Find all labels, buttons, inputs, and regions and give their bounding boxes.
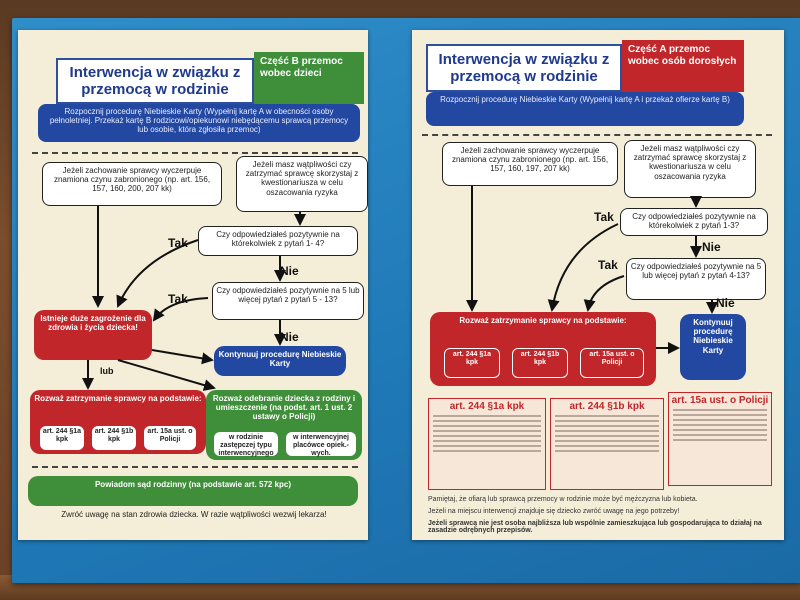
start-procedure-bar: Rozpocznij procedurę Niebieskie Karty (W… (38, 104, 360, 142)
art-244-1a-box: art. 244 §1a kpk (444, 348, 500, 378)
leaflet-title: Interwencja w związku z przemocą w rodzi… (56, 58, 254, 104)
no-label-2: Nie (716, 296, 735, 310)
part-label: Część B przemoc wobec dzieci (254, 52, 364, 104)
remove-child-title: Rozważ odebranie dziecka z rodziny i umi… (212, 394, 356, 422)
family-court-box: Powiadom sąd rodzinny (na podstawie art.… (28, 476, 358, 506)
legal-heading: art. 15a ust. o Policji (671, 395, 769, 406)
leaflet-part-b: Interwencja w związku z przemocą w rodzi… (18, 30, 368, 540)
doubt-box: Jeżeli masz wątpliwości czy zatrzymać sp… (624, 140, 756, 198)
divider (422, 134, 772, 136)
art-15a-box: art. 15a ust. o Policji (144, 426, 196, 450)
detain-title: Rozważ zatrzymanie sprawcy na podstawie: (459, 316, 627, 325)
start-procedure-bar: Rozpocznij procedurę Niebieskie Karty (W… (426, 92, 744, 126)
detain-title: Rozważ zatrzymanie sprawcy na podstawie: (34, 394, 202, 403)
divider (32, 152, 358, 154)
legal-heading: art. 244 §1b kpk (569, 401, 645, 412)
danger-box: Istnieje duże zagrożenie dla zdrowia i ż… (34, 310, 152, 360)
legal-text-244-1b: art. 244 §1b kpk (550, 398, 664, 490)
question-1: Czy odpowiedziałeś pozytywnie na któreko… (198, 226, 358, 256)
legal-heading: art. 244 §1a kpk (449, 401, 525, 412)
offence-box: Jeżeli zachowanie sprawcy wyczerpuje zna… (42, 162, 222, 206)
health-footer: Zwróć uwagę na stan zdrowia dziecka. W r… (61, 510, 327, 519)
continue-procedure-box: Kontynuuj procedurę Niebieskie Karty (214, 346, 346, 376)
flow-arrows (466, 186, 718, 354)
footer-note-1: Pamiętaj, że ofiarą lub sprawcą przemocy… (428, 496, 698, 503)
doubt-box: Jeżeli masz wątpliwości czy zatrzymać sp… (236, 156, 368, 212)
legal-text-244-1a: art. 244 §1a kpk (428, 398, 546, 490)
yes-label-2: Tak (598, 258, 618, 272)
art-244-1a-box: art. 244 §1a kpk (40, 426, 84, 450)
footer-note-2: Jeżeli na miejscu interwencji znajduje s… (428, 508, 680, 515)
no-label-1: Nie (702, 240, 721, 254)
art-244-1b-box: art. 244 §1b kpk (92, 426, 136, 450)
art-15a-box: art. 15a ust. o Policji (580, 348, 644, 378)
footer-note-3: Jeżeli sprawcą nie jest osoba najbliższa… (428, 520, 762, 534)
art-244-1b-box: art. 244 §1b kpk (512, 348, 568, 378)
question-2: Czy odpowiedziałeś pozytywnie na 5 lub w… (212, 282, 364, 320)
offence-box: Jeżeli zachowanie sprawcy wyczerpuje zna… (442, 142, 618, 186)
care-facility-box: w interwencyjnej placówce opiek.-wych. (286, 432, 356, 457)
question-1: Czy odpowiedziałeś pozytywnie na któreko… (620, 208, 768, 236)
yes-label-1: Tak (594, 210, 614, 224)
leaflet-part-a: Interwencja w związku z przemocą w rodzi… (412, 30, 784, 540)
legal-text-15a: art. 15a ust. o Policji (668, 392, 772, 486)
continue-procedure-box: Kontynuuj procedurę Niebieskie Karty (680, 314, 746, 380)
part-label: Część A przemoc wobec osób dorosłych (622, 40, 744, 92)
question-2: Czy odpowiedziałeś pozytywnie na 5 lub w… (626, 258, 766, 300)
leaflet-title: Interwencja w związku z przemocą w rodzi… (426, 44, 622, 92)
foster-family-box: w rodzinie zastępczej typu interwencyjne… (214, 432, 278, 457)
or-label: lub (100, 366, 114, 376)
divider (32, 466, 358, 468)
flow-arrows (82, 206, 306, 391)
